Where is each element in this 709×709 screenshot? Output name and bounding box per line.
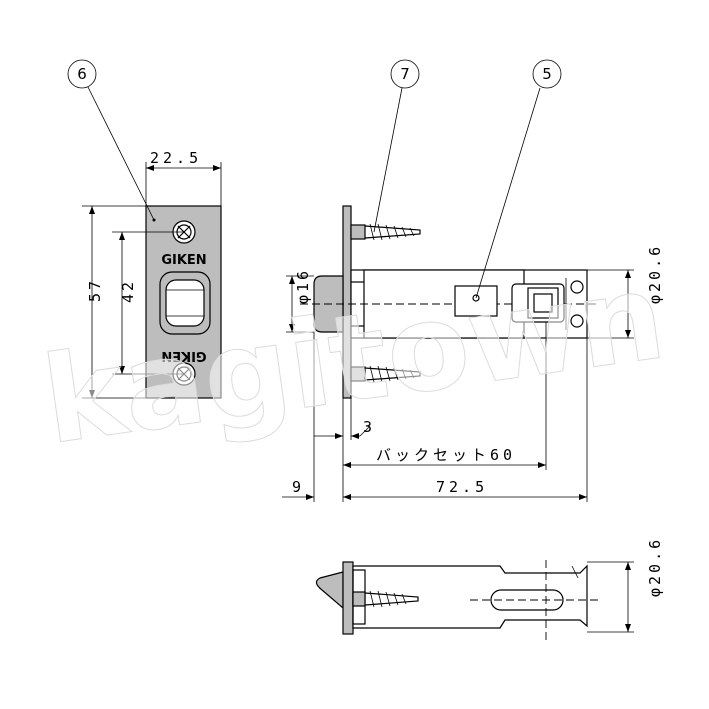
bottom-diameter-label: φ20.6 (646, 537, 664, 597)
body-diameter-dimension: φ20.6 (587, 244, 664, 339)
latch-bolt-face (165, 279, 205, 327)
bottom-diameter-dimension: φ20.6 (587, 537, 664, 633)
svg-text:6: 6 (77, 65, 87, 83)
side-view (300, 205, 600, 399)
screw-pitch-dimension: 42 (112, 231, 184, 375)
overall-length-label: 72.5 (436, 478, 488, 496)
bolt-projection-label: 9 (292, 478, 305, 496)
side-bottom-screw (350, 365, 421, 383)
plate-width-label: 22.5 (150, 149, 202, 167)
side-top-screw (350, 223, 421, 241)
bottom-face-plate (342, 561, 354, 635)
square-drive-hub (511, 283, 565, 323)
plate-height-label: 57 (86, 278, 104, 302)
plate-height-dimension: 57 (82, 205, 146, 399)
backset-label: バックセット60 (376, 446, 516, 464)
bottom-view (315, 560, 600, 640)
svg-text:5: 5 (542, 65, 552, 83)
body-diameter-label: φ20.6 (646, 244, 664, 304)
bolt-diameter-dimension: φ16 (286, 268, 314, 333)
brand-bottom: GIKEN (161, 348, 206, 363)
screw-pitch-label: 42 (119, 279, 137, 303)
bottom-screw (352, 590, 419, 608)
callout-5: 5 (475, 59, 562, 299)
plate-width-dimension: 22.5 (145, 149, 222, 206)
brand-top: GIKEN (161, 253, 206, 268)
callout-6: 6 (67, 59, 155, 221)
horizontal-dimensions: 3 バックセット60 9 72.5 (282, 322, 588, 502)
bolt-diameter-label: φ16 (294, 268, 312, 304)
callout-7: 7 (373, 59, 420, 233)
svg-text:7: 7 (400, 65, 410, 83)
latch-bolt-opening (159, 271, 211, 335)
plate-thickness-label: 3 (363, 418, 376, 436)
bottom-latch-wedge (315, 571, 344, 610)
bottom-body (352, 564, 588, 629)
bottom-slot (490, 589, 564, 611)
